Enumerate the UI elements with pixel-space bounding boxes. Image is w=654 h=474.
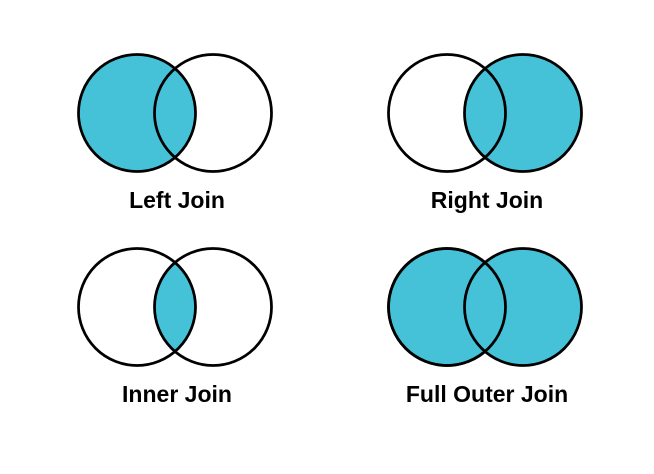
join-label-left-join: Left Join	[129, 187, 225, 213]
venn-diagram-grid: Left Join Right Join Inner Join	[22, 50, 642, 408]
right-circle	[463, 247, 583, 367]
left-circle	[387, 53, 507, 173]
intersection-lens	[154, 248, 196, 366]
join-label-full-outer-join: Full Outer Join	[405, 381, 569, 408]
join-label-inner-join: Inner Join	[122, 381, 232, 408]
join-panel-right-join: Right Join	[332, 50, 642, 214]
join-panel-left-join: Left Join	[22, 50, 332, 214]
venn-inner-join	[77, 247, 273, 367]
join-panel-inner-join: Inner Join	[22, 244, 332, 408]
join-label-right-join: Right Join	[430, 187, 544, 213]
right-circle	[153, 247, 273, 367]
left-circle	[77, 247, 197, 367]
right-circle	[153, 53, 273, 173]
left-circle-outline	[387, 247, 507, 367]
venn-full-outer-join	[387, 247, 583, 367]
venn-right-join	[387, 53, 583, 173]
right-circle	[463, 53, 583, 173]
venn-left-join	[77, 53, 273, 173]
left-circle	[77, 53, 197, 173]
join-panel-full-outer-join: Full Outer Join	[332, 244, 642, 408]
